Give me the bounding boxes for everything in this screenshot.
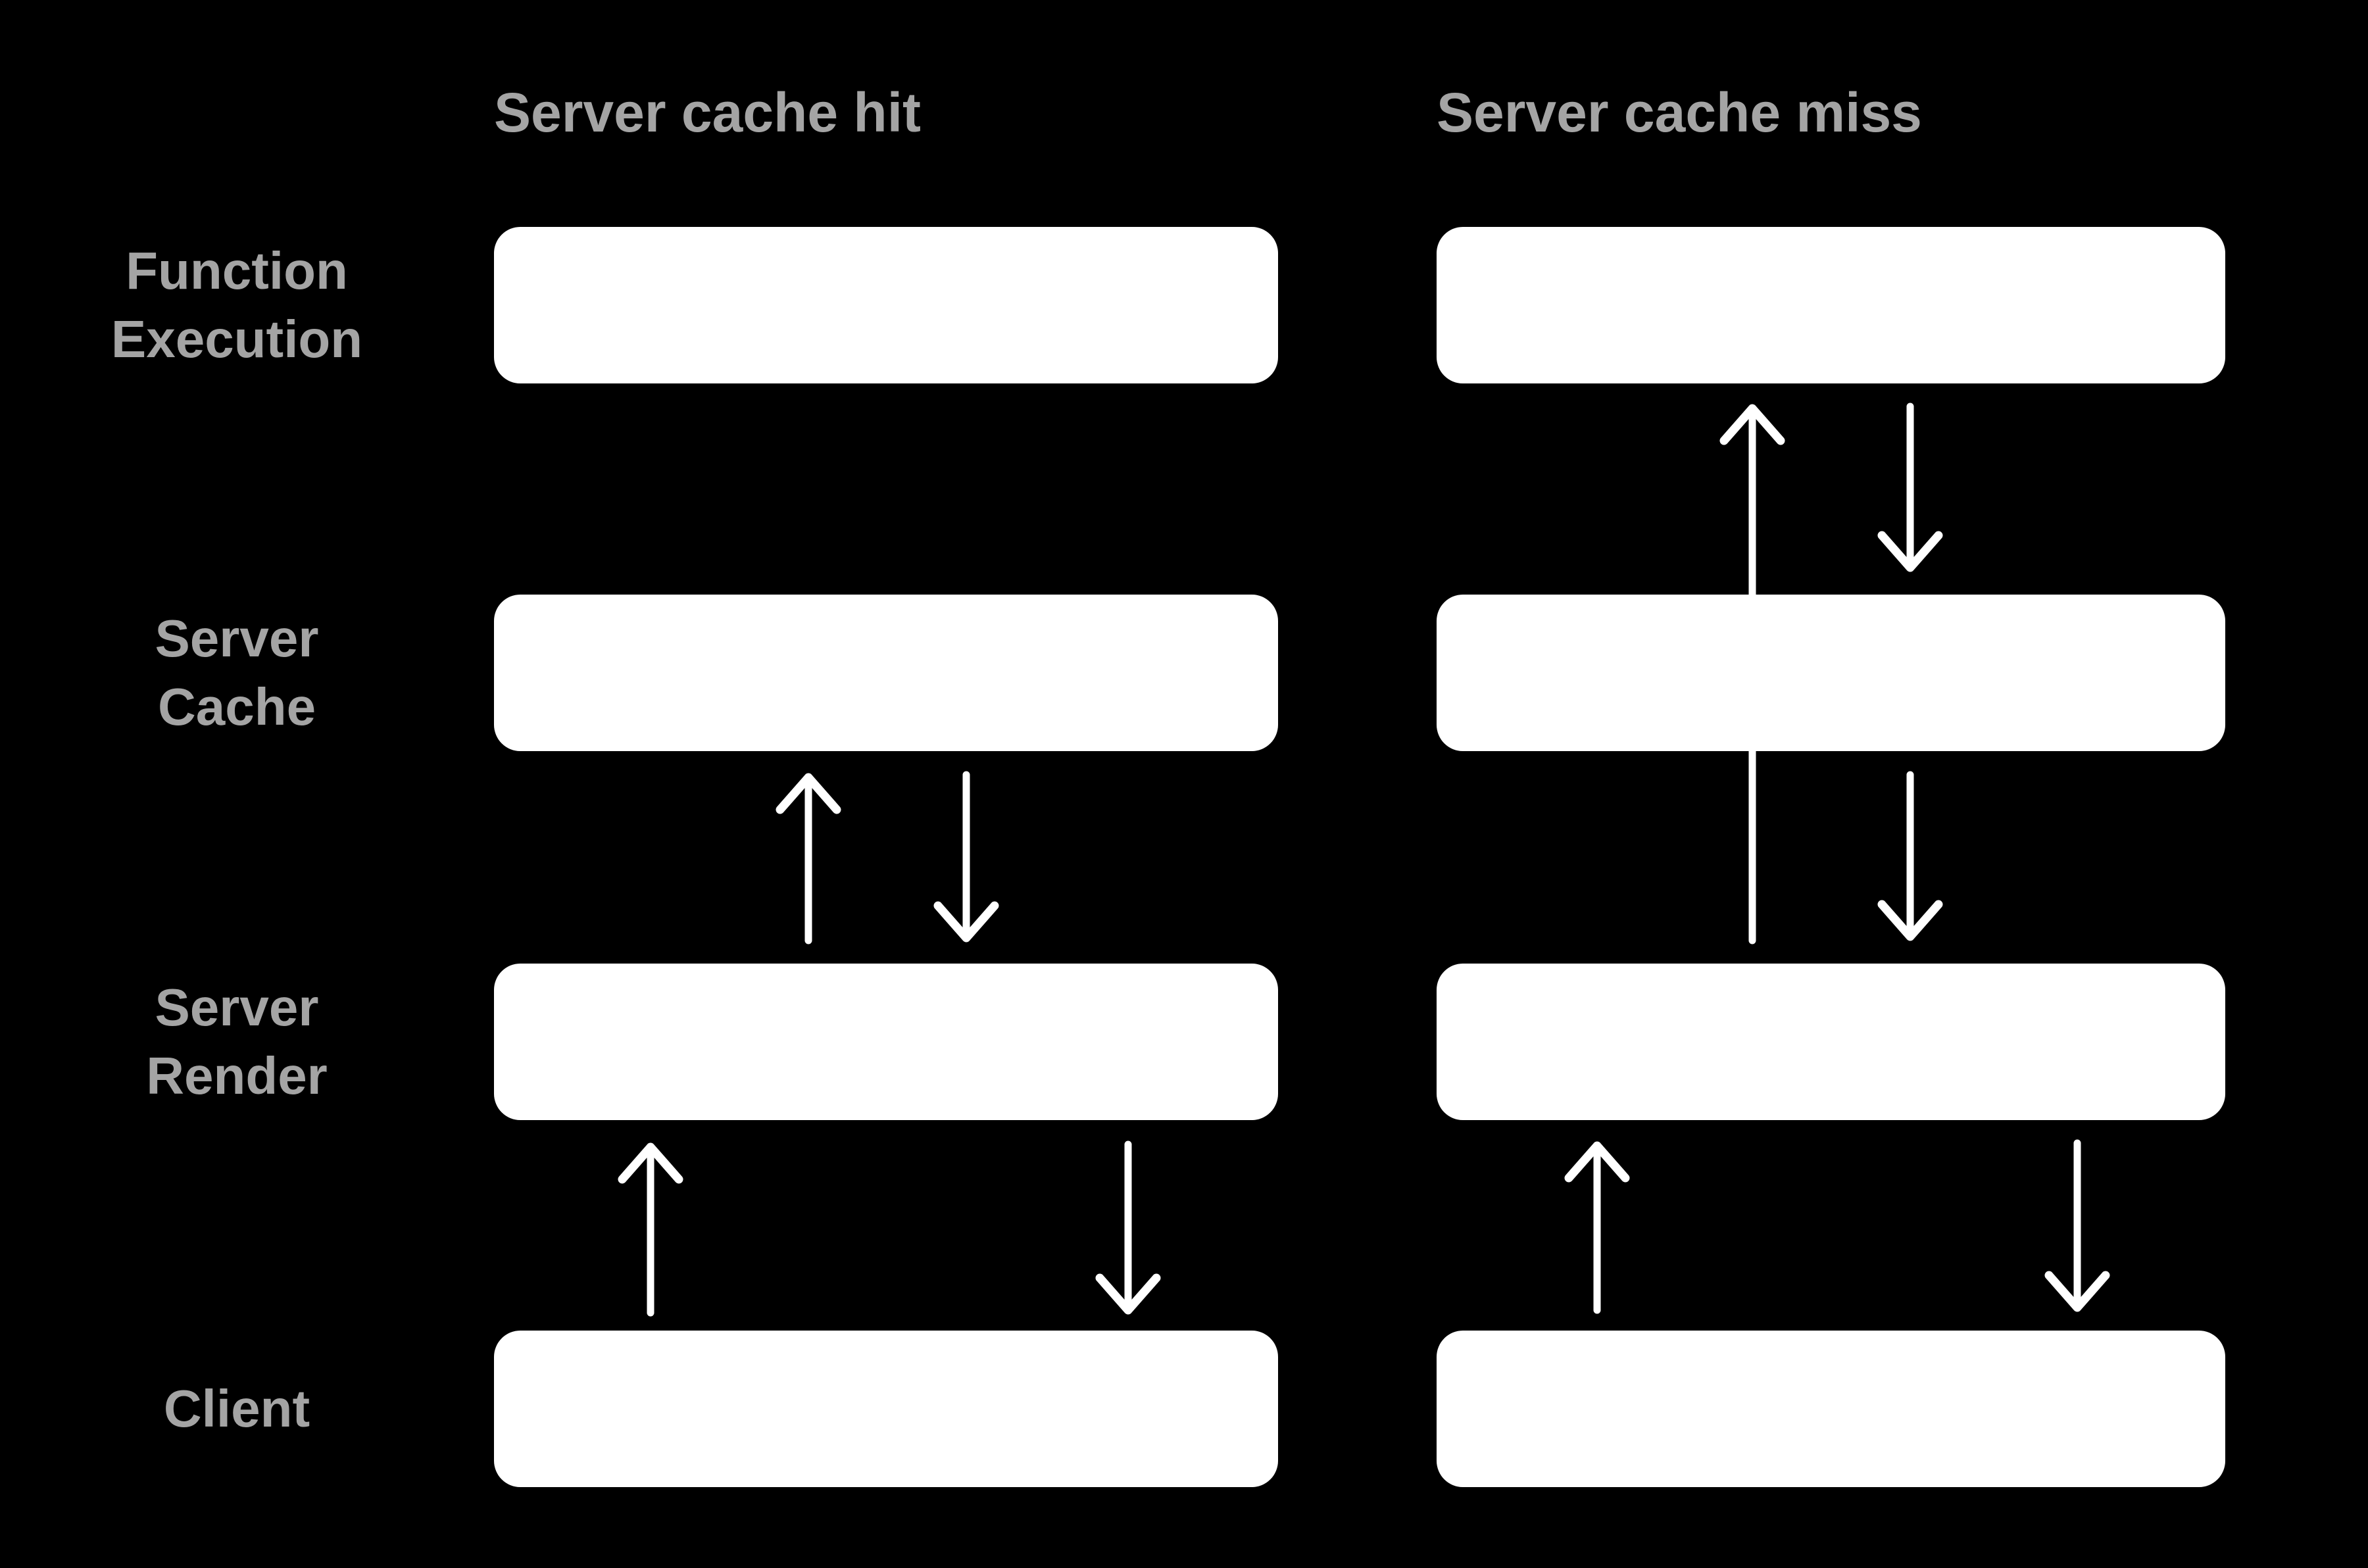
arrow-hit-cache-to-render-down <box>933 771 999 943</box>
box-hit-client <box>494 1331 1278 1487</box>
row-label-line: Render <box>146 1046 328 1105</box>
box-miss-client <box>1437 1331 2225 1487</box>
arrow-head <box>1877 900 1943 941</box>
row-label-line: Cache <box>157 677 316 736</box>
arrow-miss-function-execution-to-cache-down <box>1877 403 1943 572</box>
arrow-head <box>776 773 841 814</box>
column-header-server-cache-miss: Server cache miss <box>1437 82 1922 143</box>
arrow-miss-client-to-render-up <box>1564 1141 1630 1314</box>
row-label-function-execution: Function Execution <box>26 227 447 383</box>
arrow-hit-render-to-client-down <box>1095 1140 1161 1315</box>
box-hit-server-render <box>494 964 1278 1120</box>
row-label-line: Server <box>155 978 319 1037</box>
arrow-head <box>933 901 999 943</box>
arrow-miss-render-to-client-down <box>2044 1139 2110 1312</box>
arrow-miss-cache-to-render-down <box>1877 771 1943 941</box>
row-label-line: Server <box>155 609 319 668</box>
arrow-head <box>1564 1141 1630 1183</box>
row-label-line: Execution <box>111 310 363 368</box>
box-hit-server-cache <box>494 595 1278 751</box>
arrow-hit-render-to-cache-up <box>776 773 841 944</box>
arrow-head <box>1877 531 1943 572</box>
row-label-server-render: Server Render <box>26 964 447 1120</box>
row-label-client: Client <box>26 1331 447 1487</box>
arrow-head <box>618 1142 683 1184</box>
row-label-server-cache: Server Cache <box>26 595 447 751</box>
row-label-line: Client <box>163 1379 310 1438</box>
box-miss-function-execution <box>1437 227 2225 383</box>
box-hit-function-execution <box>494 227 1278 383</box>
arrow-head <box>1719 404 1785 445</box>
arrow-hit-client-to-render-up <box>618 1142 683 1317</box>
box-miss-server-cache <box>1437 595 2225 751</box>
row-label-line: Function <box>126 241 348 300</box>
column-header-server-cache-hit: Server cache hit <box>494 82 922 143</box>
arrow-head <box>1095 1273 1161 1315</box>
arrow-head <box>2044 1271 2110 1312</box>
box-miss-server-render <box>1437 964 2225 1120</box>
